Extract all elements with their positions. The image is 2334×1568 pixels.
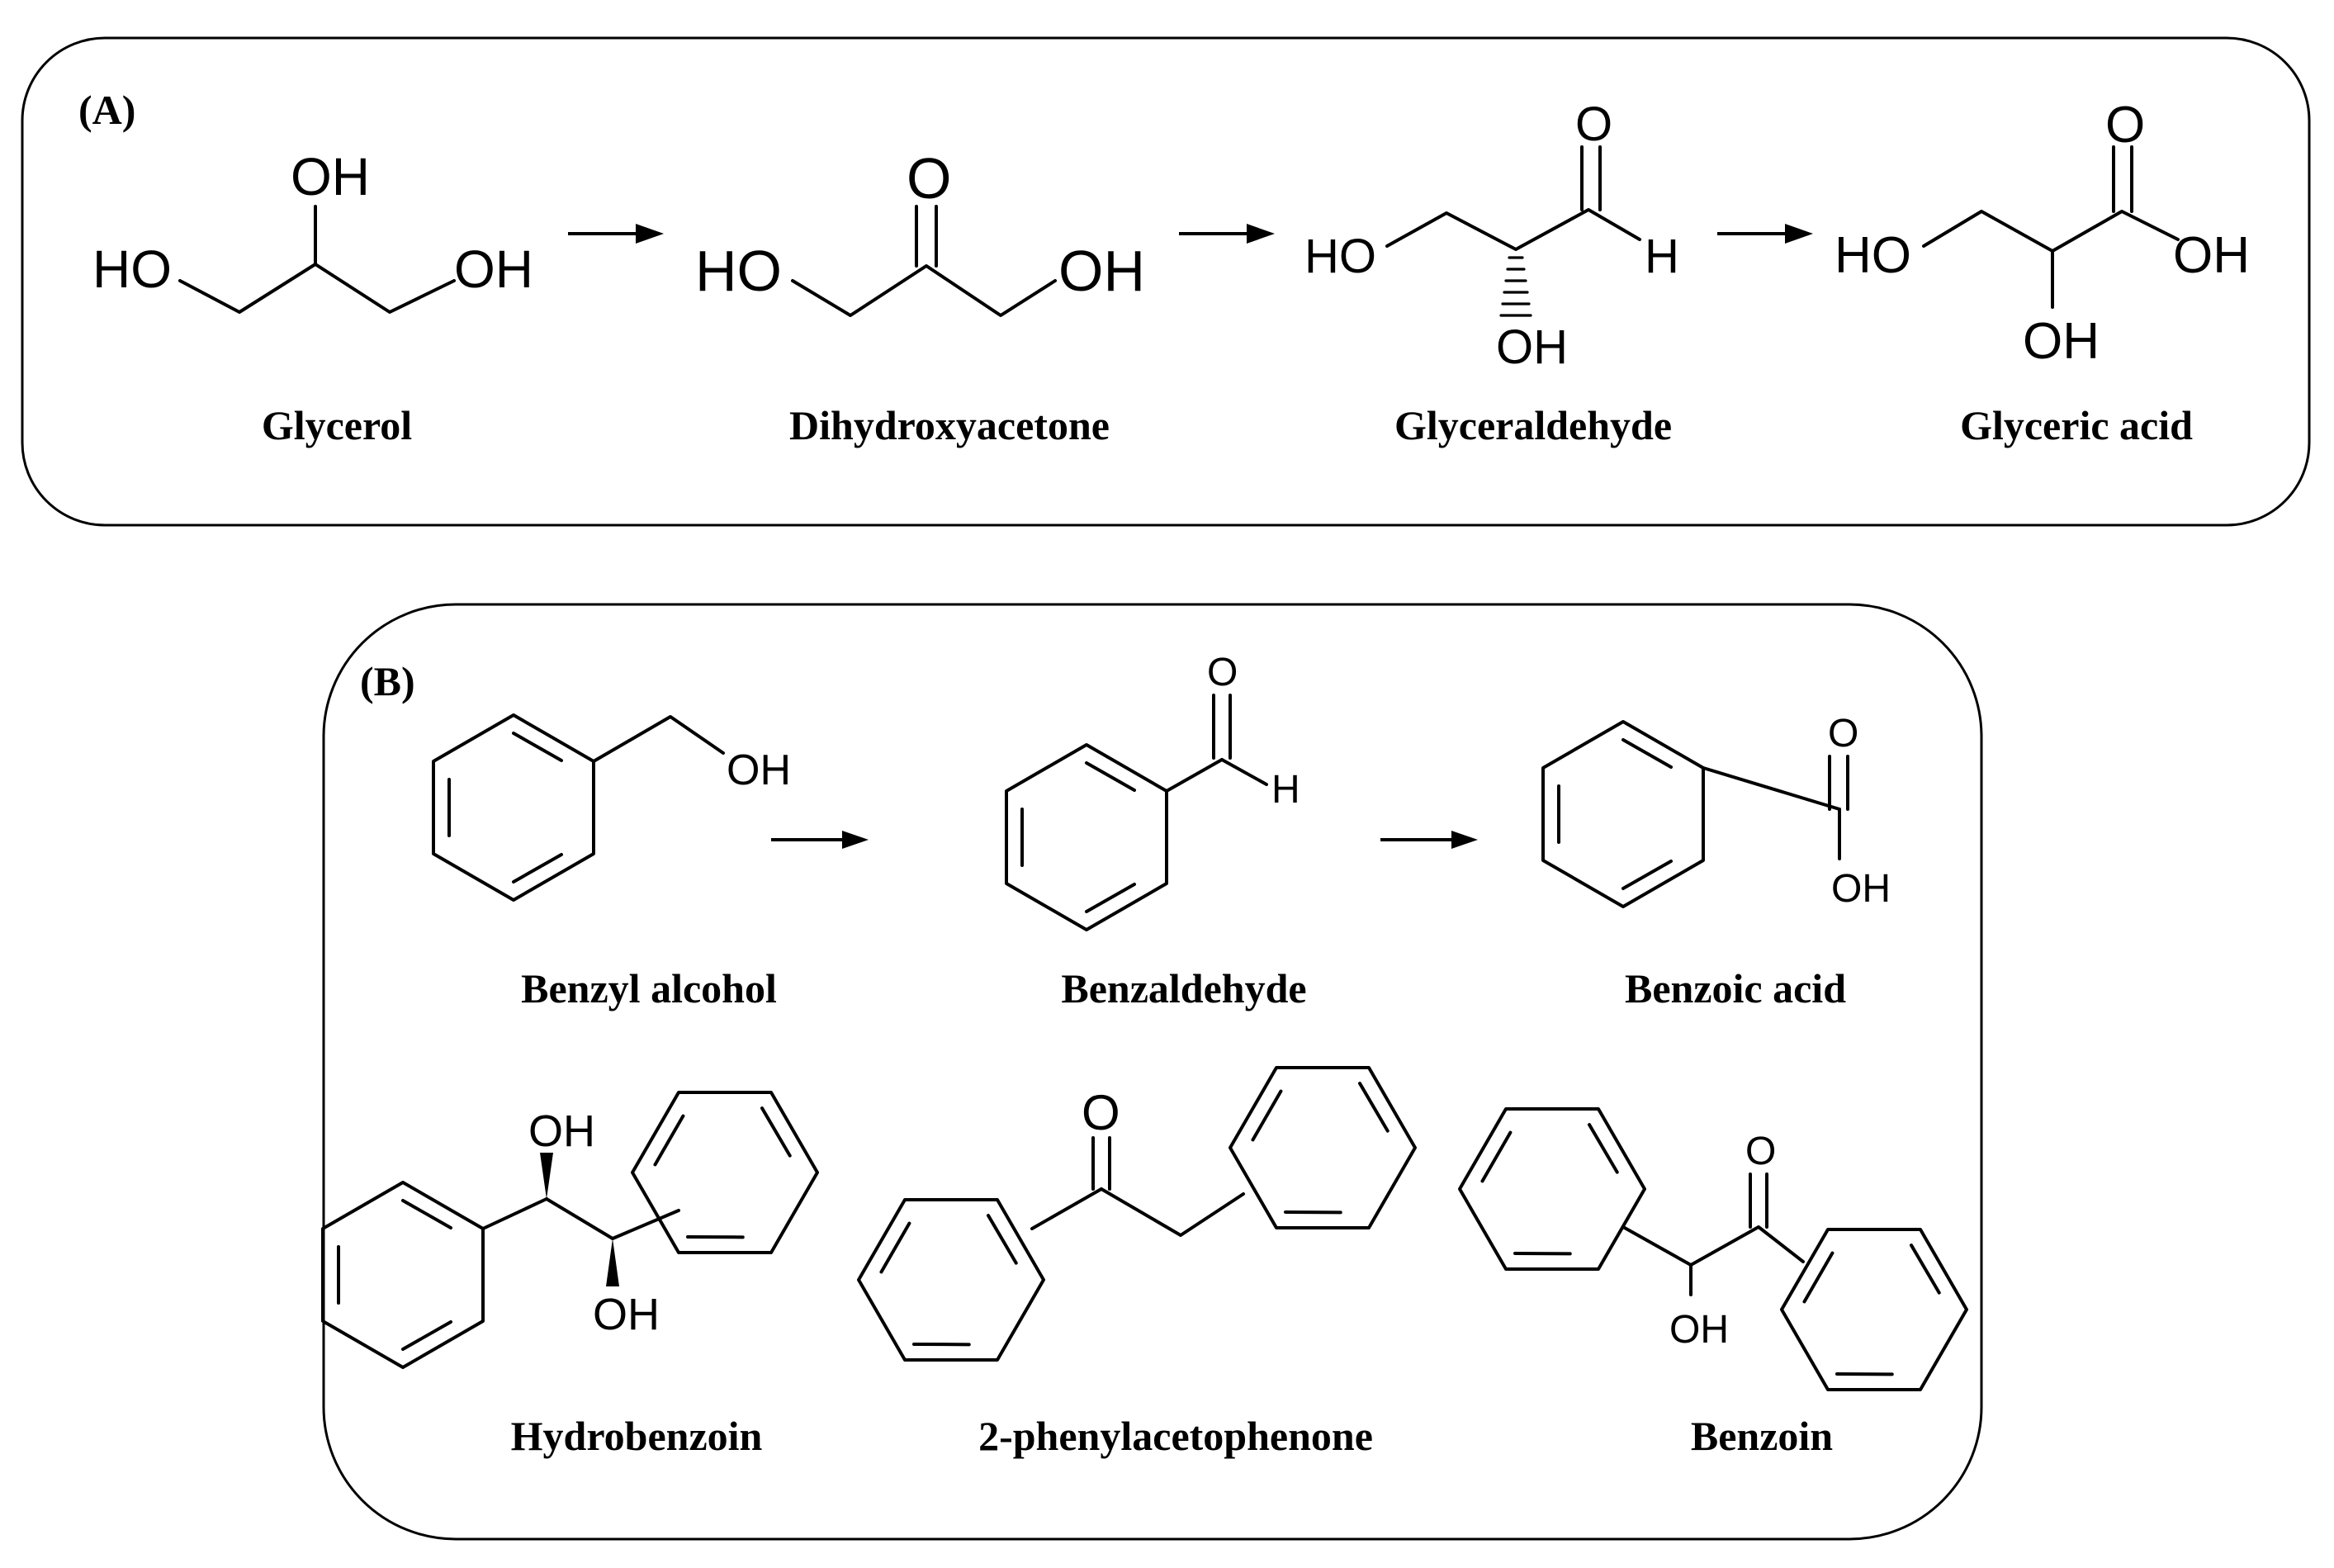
glyceraldehyde-structure: HO O H OH <box>1304 97 1679 374</box>
arrow-a2 <box>1179 224 1275 244</box>
benzoin-carbonyl-o: O <box>1745 1130 1776 1173</box>
dha-carbonyl-o: O <box>907 146 951 211</box>
hydrobenzoin-structure: OH OH <box>321 1050 843 1369</box>
glycerol-structure: OH HO OH <box>92 147 533 314</box>
panel-b: (B) OH Benzyl alcohol O H Benzaldehyde <box>321 603 1992 1541</box>
glyceraldehyde-name: Glyceraldehyde <box>1394 402 1672 448</box>
benzoin-name: Benzoin <box>1691 1413 1833 1459</box>
glyceric-acid-oh-right: OH <box>2173 227 2250 284</box>
panel-a-label: (A) <box>78 87 135 133</box>
hydrobenzoin-wedge-top <box>540 1153 553 1199</box>
benzoic-acid-carbonyl-o: O <box>1828 712 1858 756</box>
glyceric-acid-structure: HO O OH OH <box>1835 97 2250 370</box>
dihydroxyacetone-name: Dihydroxyacetone <box>789 402 1110 448</box>
glycerol-name: Glycerol <box>262 402 412 448</box>
benzyl-alcohol-name: Benzyl alcohol <box>521 965 777 1011</box>
glyceric-acid-oh-bottom: OH <box>2023 313 2100 370</box>
arrow-b2 <box>1380 831 1478 849</box>
arrow-a3 <box>1717 224 1813 244</box>
benzoic-acid-name: Benzoic acid <box>1625 965 1846 1011</box>
arrow-b1 <box>771 831 869 849</box>
panel-a-frame <box>21 36 2311 527</box>
2-phenylacetophenone-structure: O <box>833 1026 1441 1402</box>
hydrobenzoin-wedge-bottom <box>606 1239 619 1286</box>
benzyl-alcohol-oh: OH <box>727 746 791 794</box>
2-phenylacetophenone-name: 2-phenylacetophenone <box>978 1413 1373 1459</box>
benzoic-acid-structure: O OH <box>1541 712 1891 911</box>
benzaldehyde-structure: O H <box>1005 651 1300 931</box>
glyceraldehyde-oh-bottom: OH <box>1496 320 1568 374</box>
glyceric-acid-carbonyl-o: O <box>2105 97 2145 154</box>
glyceraldehyde-h: H <box>1645 230 1679 283</box>
benzaldehyde-carbonyl-o: O <box>1207 651 1238 694</box>
glyceraldehyde-carbonyl-o: O <box>1575 97 1612 151</box>
glyceric-acid-name: Glyceric acid <box>1960 402 2193 448</box>
benzoin-structure: O OH <box>1434 1067 1992 1432</box>
panel-b-label: (B) <box>360 658 415 704</box>
phenylacetophenone-carbonyl-o: O <box>1082 1085 1120 1140</box>
panel-a: (A) OH HO OH Glycerol O HO OH Dihydroxya… <box>21 36 2311 527</box>
dihydroxyacetone-structure: O HO OH <box>695 146 1145 317</box>
benzaldehyde-h: H <box>1271 768 1300 812</box>
benzoin-oh: OH <box>1669 1308 1729 1352</box>
arrow-a1 <box>568 224 664 244</box>
glycerol-ho-left: HO <box>92 239 172 299</box>
panel-b-frame <box>322 603 1983 1541</box>
dha-oh-right: OH <box>1058 239 1145 303</box>
glyceraldehyde-hashed-bond <box>1499 256 1532 317</box>
benzaldehyde-name: Benzaldehyde <box>1061 965 1306 1011</box>
benzyl-alcohol-structure: OH <box>432 713 791 902</box>
glycerol-oh-top: OH <box>291 147 370 206</box>
benzoic-acid-oh: OH <box>1831 867 1891 911</box>
glyceraldehyde-ho-left: HO <box>1304 230 1376 283</box>
hydrobenzoin-oh-bottom: OH <box>593 1290 660 1339</box>
dha-ho-left: HO <box>695 239 782 303</box>
glyceric-acid-ho-left: HO <box>1835 227 1911 284</box>
hydrobenzoin-name: Hydrobenzoin <box>511 1413 763 1459</box>
hydrobenzoin-oh-top: OH <box>528 1106 595 1156</box>
glycerol-oh-right: OH <box>454 239 533 299</box>
